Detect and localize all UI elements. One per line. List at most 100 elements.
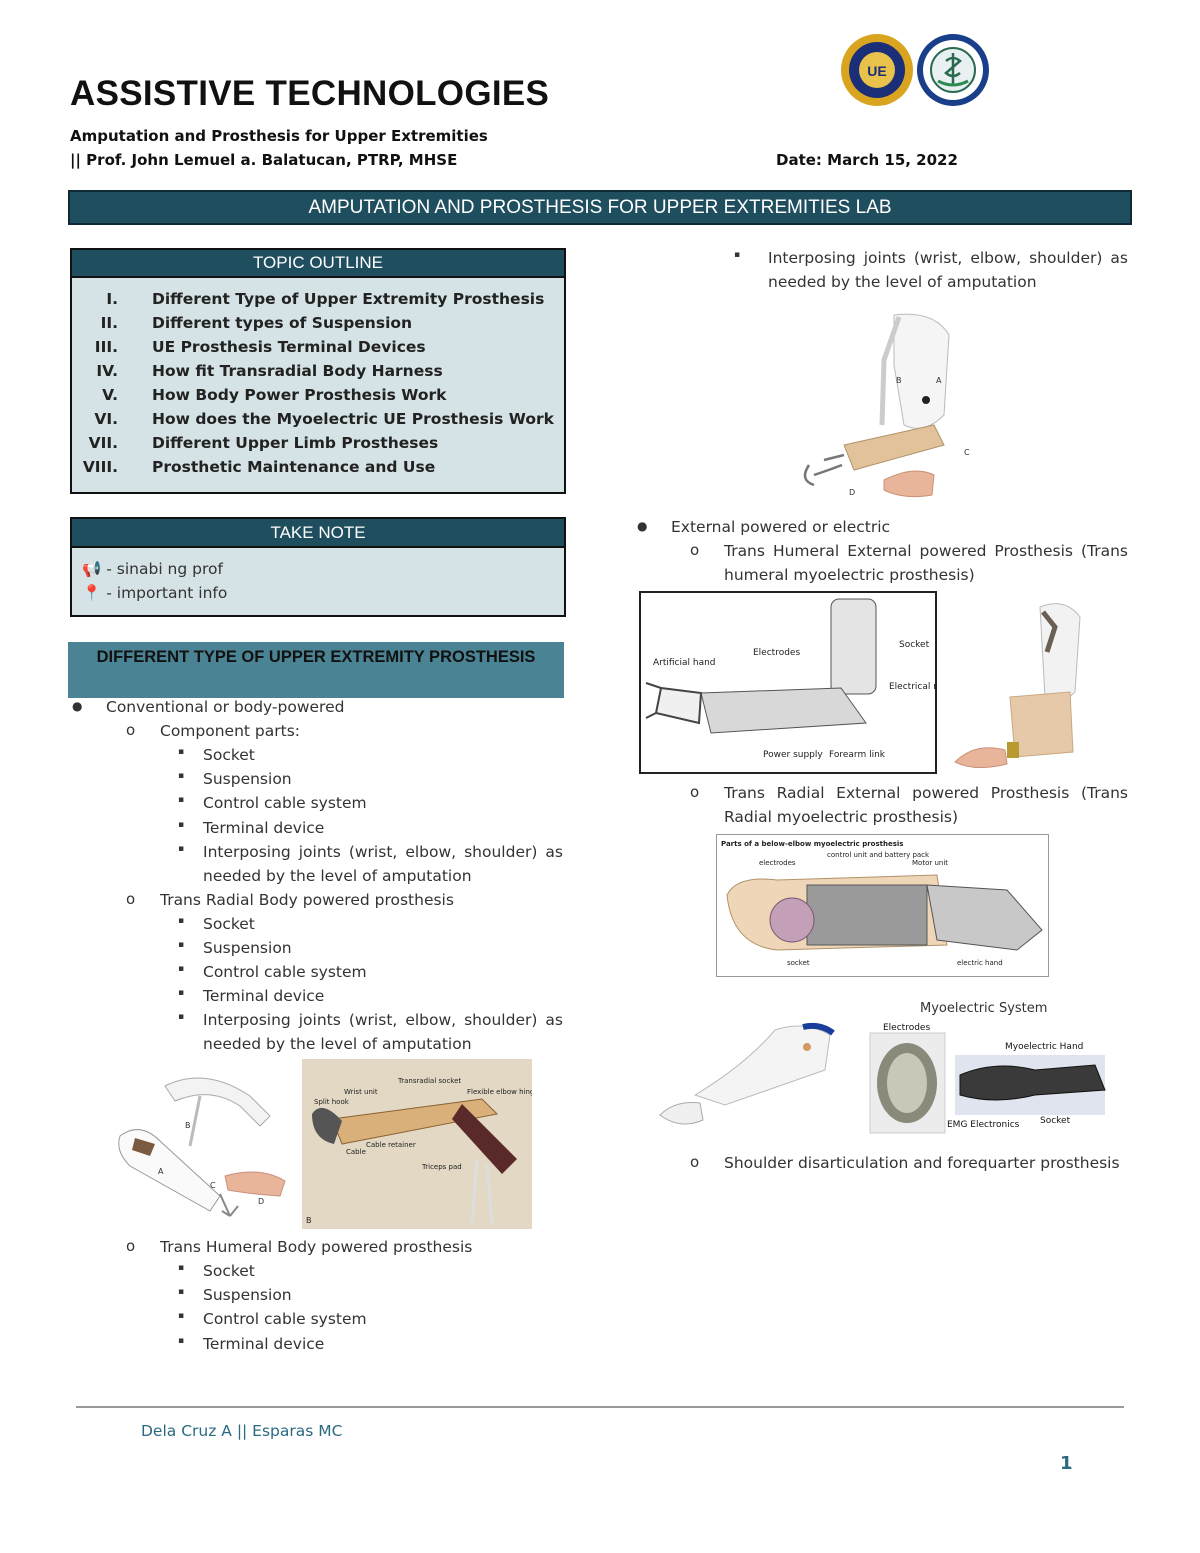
list-item: Interposing joints (wrist, elbow, should… [768, 249, 1128, 267]
bullet-square: ▪ [178, 940, 185, 950]
university-seal-logo: UE [840, 33, 914, 111]
doc-title: ASSISTIVE TECHNOLOGIES [70, 74, 550, 113]
footer-authors: Dela Cruz A || Esparas MC [141, 1422, 343, 1440]
list-item: Suspension [203, 939, 292, 957]
list-item: Socket [203, 746, 255, 764]
svg-text:Electrodes: Electrodes [883, 1023, 930, 1033]
bullet-square: ▪ [178, 747, 185, 757]
topic-outline-box: TOPIC OUTLINE I.Different Type of Upper … [70, 248, 566, 494]
bullet-square: ▪ [178, 1336, 185, 1346]
svg-text:C: C [964, 448, 970, 457]
list-item: Shoulder disarticulation and forequarter… [724, 1154, 1120, 1172]
doc-subtitle: Amputation and Prosthesis for Upper Extr… [70, 127, 488, 145]
svg-text:D: D [258, 1197, 264, 1206]
list-item: Trans Radial External powered Prosthesis… [724, 784, 1128, 802]
svg-text:Triceps pad: Triceps pad [421, 1163, 462, 1171]
transradial-myoelectric-diagram: Parts of a below-elbow myoelectric prost… [716, 834, 1049, 977]
outline-item-text: How fit Transradial Body Harness [152, 362, 443, 380]
svg-text:Cable: Cable [346, 1148, 366, 1156]
bullet-square: ▪ [178, 771, 185, 781]
list-item: Terminal device [203, 819, 325, 837]
svg-text:Transradial socket: Transradial socket [397, 1077, 461, 1085]
bullet-square: ▪ [178, 1263, 185, 1273]
take-note-line-2: 📍 - important info [82, 584, 228, 602]
svg-text:socket: socket [787, 959, 810, 967]
list-item: humeral myoelectric prosthesis) [724, 566, 975, 584]
list-item: Interposing joints (wrist, elbow, should… [203, 843, 563, 861]
list-item: Socket [203, 915, 255, 933]
transhumeral-myoelectric-diagram: Artificial hand Electrodes Socket Electr… [639, 591, 937, 774]
list-item: Control cable system [203, 963, 367, 981]
topic-outline-title: TOPIC OUTLINE [70, 248, 566, 278]
bullet-circle: o [690, 541, 700, 559]
svg-text:EMG Electronics: EMG Electronics [947, 1120, 1020, 1130]
svg-text:A: A [936, 376, 942, 385]
list-item: Conventional or body-powered [106, 698, 345, 716]
list-item: Terminal device [203, 1335, 325, 1353]
list-item: Control cable system [203, 1310, 367, 1328]
take-note-title: TAKE NOTE [70, 517, 566, 548]
take-note-body: 📢 - sinabi ng prof 📍 - important info [70, 548, 566, 617]
svg-text:Artificial hand: Artificial hand [653, 658, 716, 668]
svg-text:Flexible elbow hinges: Flexible elbow hinges [467, 1088, 532, 1096]
svg-text:Motor unit: Motor unit [912, 859, 948, 867]
svg-text:B: B [306, 1216, 312, 1225]
outline-item-number: VII. [88, 434, 118, 452]
bullet-square: ▪ [178, 964, 185, 974]
outline-item-number: IV. [96, 362, 118, 380]
svg-text:D: D [849, 488, 855, 497]
bullet-dot: ● [637, 519, 648, 533]
outline-item-text: Prosthetic Maintenance and Use [152, 458, 436, 476]
outline-item-number: VI. [94, 410, 118, 428]
transradial-body-powered-figure: B A C D [110, 1066, 295, 1229]
outline-item-number: II. [100, 314, 118, 332]
lab-banner: AMPUTATION AND PROSTHESIS FOR UPPER EXTR… [68, 190, 1132, 225]
bullet-square: ▪ [734, 250, 741, 260]
section-heading: DIFFERENT TYPE OF UPPER EXTREMITY PROSTH… [68, 642, 564, 698]
list-item: Terminal device [203, 987, 325, 1005]
svg-text:Forearm link: Forearm link [829, 750, 886, 760]
svg-text:Cable retainer: Cable retainer [366, 1141, 416, 1149]
outline-item-number: VIII. [82, 458, 118, 476]
pin-icon: 📍 [82, 584, 102, 602]
svg-text:B: B [896, 376, 902, 385]
svg-text:Myoelectric System: Myoelectric System [920, 1001, 1047, 1016]
list-item: needed by the level of amputation [203, 1035, 472, 1053]
svg-text:Socket: Socket [899, 640, 930, 650]
svg-text:control unit and battery pack: control unit and battery pack [827, 851, 930, 859]
list-item: Trans Humeral Body powered prosthesis [160, 1238, 473, 1256]
bullet-square: ▪ [178, 988, 185, 998]
megaphone-icon: 📢 [82, 560, 102, 578]
footer-divider [76, 1406, 1124, 1408]
bullet-square: ▪ [178, 1287, 185, 1297]
doc-professor: || Prof. John Lemuel a. Balatucan, PTRP,… [70, 151, 458, 169]
bullet-circle: o [126, 721, 136, 739]
list-item: Suspension [203, 770, 292, 788]
svg-text:Parts of a below-elbow myoelec: Parts of a below-elbow myoelectric prost… [721, 840, 903, 848]
myoelectric-system-figure: Myoelectric System Electrodes Myoelectri… [655, 995, 1120, 1140]
outline-item-text: UE Prosthesis Terminal Devices [152, 338, 426, 356]
svg-text:UE: UE [867, 63, 886, 79]
outline-item-text: How does the Myoelectric UE Prosthesis W… [152, 410, 554, 428]
list-item: Component parts: [160, 722, 300, 740]
list-item: Suspension [203, 1286, 292, 1304]
svg-text:Myoelectric Hand: Myoelectric Hand [1005, 1042, 1083, 1052]
bullet-square: ▪ [178, 844, 185, 854]
bullet-square: ▪ [178, 1311, 185, 1321]
svg-text:Socket: Socket [1040, 1116, 1071, 1126]
list-item: External powered or electric [671, 518, 891, 536]
bullet-square: ▪ [178, 795, 185, 805]
outline-item-number: V. [102, 386, 118, 404]
outline-item-text: How Body Power Prosthesis Work [152, 386, 447, 404]
bullet-square: ▪ [178, 916, 185, 926]
list-item: Radial myoelectric prosthesis) [724, 808, 959, 826]
svg-text:Wrist unit: Wrist unit [344, 1088, 378, 1096]
svg-text:Electrodes: Electrodes [753, 648, 800, 658]
bullet-dot: ● [72, 699, 83, 713]
svg-text:B: B [185, 1121, 191, 1130]
transradial-body-powered-photo: Split hook Wrist unit Cable Cable retain… [302, 1059, 532, 1229]
transhumeral-body-powered-figure: B A C D [784, 305, 984, 505]
svg-text:C: C [210, 1181, 216, 1190]
svg-text:Electrical motor: Electrical motor [889, 682, 935, 692]
bullet-circle: o [126, 1237, 136, 1255]
